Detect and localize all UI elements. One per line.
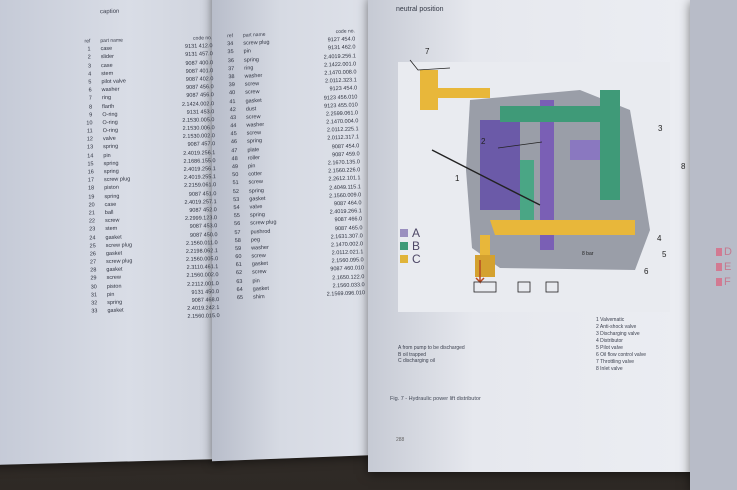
- legend-label: A: [412, 225, 421, 240]
- page-number: 288: [396, 437, 405, 443]
- edge-swatch: [716, 262, 722, 271]
- hydraulic-diagram: [398, 59, 670, 312]
- parts-legend-item: 5 Pilot valve: [596, 345, 623, 351]
- parts-legend-item: 7 Throttling valve: [596, 359, 634, 365]
- parts-legend-item: 2 Anti-shock valve: [596, 324, 637, 330]
- edge-letter: E: [724, 260, 732, 273]
- caption-label: caption: [99, 8, 120, 16]
- parts-legend-item: 6 Oil flow control valve: [596, 352, 647, 358]
- edge-legend-item: E: [716, 259, 732, 274]
- yellow-channel: [480, 235, 490, 255]
- parts-legend-item: 8 Inlet valve: [596, 366, 623, 372]
- green-channel: [500, 106, 610, 122]
- flow-legend-item: C discharging oil: [398, 358, 435, 364]
- edge-legend-item: D: [716, 244, 732, 259]
- callout-line: [409, 59, 451, 71]
- legend-item: A: [400, 225, 421, 240]
- callout-6: 6: [644, 267, 649, 276]
- callout-1: 1: [455, 174, 460, 183]
- cell-part-name: [108, 319, 170, 321]
- diagram-title: neutral position: [396, 6, 444, 13]
- edge-swatch: [716, 247, 722, 256]
- symbol-box: [517, 281, 531, 293]
- yellow-channel: [475, 255, 495, 277]
- flow-legend-item: A from pump to be discharged: [398, 345, 465, 351]
- symbol-box: [545, 281, 559, 293]
- callout-line: [497, 141, 543, 149]
- edge-swatch: [716, 277, 722, 286]
- edge-legend-item: F: [716, 274, 732, 289]
- legend-swatch: [400, 241, 408, 250]
- edge-letter: D: [724, 245, 732, 258]
- legend-item: C: [400, 251, 421, 266]
- pressure-label: 8 bar: [582, 251, 594, 257]
- callout-5: 5: [662, 250, 667, 259]
- parts-legend-item: 3 Discharging valve: [596, 331, 640, 337]
- callout-4: 4: [657, 234, 662, 243]
- next-page-edge: [690, 0, 737, 490]
- symbol-box: [473, 281, 497, 293]
- yellow-channel: [420, 88, 490, 98]
- callout-3: 3: [658, 124, 663, 133]
- parts-legend-item: 1 Valvematic: [596, 317, 625, 323]
- edge-letter: F: [724, 275, 731, 288]
- callout-2: 2: [481, 137, 486, 146]
- callout-arrow: [431, 149, 541, 206]
- yellow-channel: [490, 220, 635, 235]
- legend-label: C: [412, 251, 421, 266]
- callout-8: 8: [681, 162, 686, 171]
- cell-ref: 65: [236, 294, 244, 302]
- parts-legend-item: 4 Distributor: [596, 338, 623, 344]
- callout-7: 7: [425, 47, 430, 56]
- cell-ref: [78, 321, 98, 322]
- flow-legend: A from pump to be discharged B oil trapp…: [398, 345, 465, 365]
- legend-swatch: [400, 228, 408, 237]
- flow-legend-item: B oil trapped: [398, 351, 427, 358]
- cell-code-no: 2.1560.015.0: [187, 313, 220, 321]
- purple-channel: [540, 100, 554, 250]
- green-channel: [600, 90, 620, 200]
- green-channel: [520, 160, 534, 230]
- legend-item: B: [400, 238, 421, 253]
- purple-channel: [480, 120, 520, 210]
- legend-label: B: [412, 238, 421, 253]
- figure-caption: Fig. 7 - Hydraulic power lift distributo…: [390, 396, 481, 402]
- legend-swatch: [400, 254, 408, 263]
